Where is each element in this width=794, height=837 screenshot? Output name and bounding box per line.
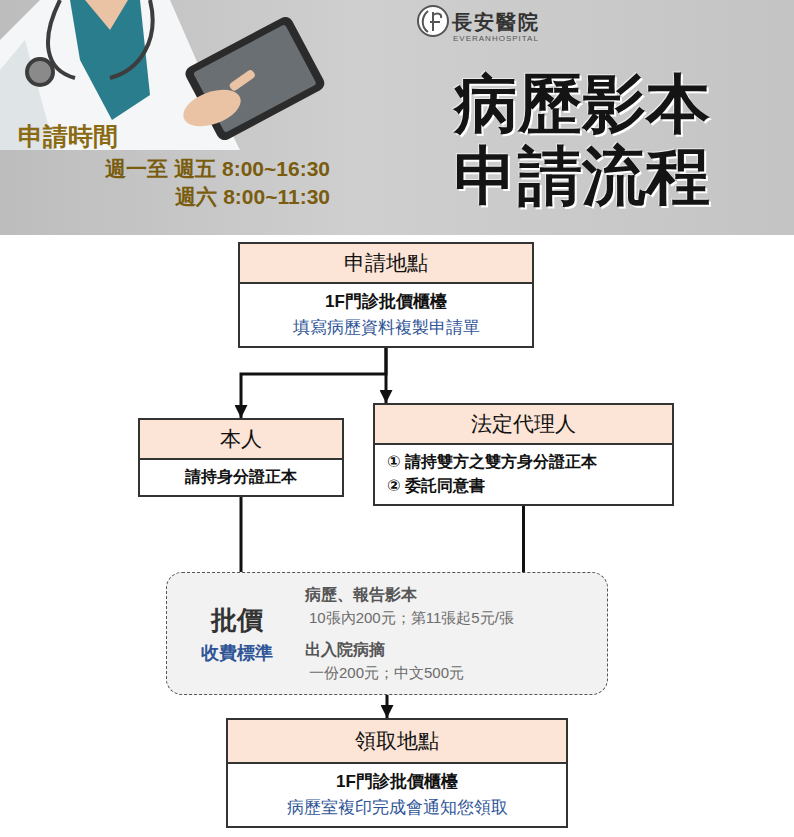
box-text: ① 請持雙方之雙方身分證正本	[387, 450, 660, 474]
flow-connector	[522, 506, 525, 572]
fee-subheading: 收費標準	[177, 640, 297, 667]
box-text: 病歷室複印完成會通知您領取	[240, 795, 554, 821]
weekday-hours: 週一至 週五 8:00~16:30	[105, 155, 330, 183]
fee-item: 出入院病摘	[305, 638, 589, 662]
pickup-box: 領取地點 1F門診批價櫃檯病歷室複印完成會通知您領取	[226, 718, 568, 828]
flow-connector	[385, 348, 388, 403]
fee-detail-column: 病歷、報告影本10張內200元；第11張起5元/張出入院病摘一份200元；中文5…	[297, 583, 589, 684]
logo-mark	[423, 11, 441, 32]
stethoscope	[48, 0, 153, 78]
box-heading: 本人	[220, 423, 262, 455]
hours-heading: 申請時間	[18, 120, 118, 153]
box-heading: 申請地點	[344, 247, 428, 279]
logo-english: EVERANHOSPITAL	[453, 34, 539, 43]
fee-price: 一份200元；中文500元	[305, 662, 589, 685]
fee-box: 批價收費標準病歷、報告影本10張內200元；第11張起5元/張出入院病摘一份20…	[166, 572, 608, 695]
box-text: 請持身分證正本	[152, 465, 330, 489]
box-text: ② 委託同意書	[387, 474, 660, 498]
box-heading: 領取地點	[355, 725, 439, 757]
box-body: 請持身分證正本	[140, 460, 342, 495]
logo-name: 長安醫院	[452, 9, 540, 36]
fee-item: 病歷、報告影本	[305, 583, 589, 607]
box-header: 領取地點	[228, 720, 566, 764]
fee-price: 10張內200元；第11張起5元/張	[305, 607, 589, 630]
saturday-hours: 週六 8:00~11:30	[175, 183, 330, 211]
stethoscope-head	[27, 59, 53, 85]
box-body: 1F門診批價櫃檯病歷室複印完成會通知您領取	[228, 764, 566, 826]
box-text: 1F門診批價櫃檯	[252, 289, 520, 315]
location-box: 申請地點 1F門診批價櫃檯填寫病歷資料複製申請單	[238, 242, 534, 348]
fee-title-column: 批價收費標準	[177, 601, 297, 667]
box-text: 填寫病歷資料複製申請單	[252, 315, 520, 341]
logo-circle	[418, 6, 448, 36]
box-body: 1F門診批價櫃檯填寫病歷資料複製申請單	[240, 284, 532, 346]
page-title: 病歷影本 申請流程	[405, 68, 710, 212]
hospital-logo	[418, 6, 448, 36]
flow-connector	[386, 695, 389, 718]
neck	[85, 0, 128, 30]
box-header: 法定代理人	[375, 405, 672, 445]
box-heading: 法定代理人	[471, 408, 576, 440]
fee-heading: 批價	[177, 601, 297, 640]
box-text: 1F門診批價櫃檯	[240, 769, 554, 795]
applicant-box: 本人請持身分證正本	[138, 418, 344, 497]
agent-box: 法定代理人 ① 請持雙方之雙方身分證正本② 委託同意書	[373, 403, 674, 506]
box-header: 申請地點	[240, 244, 532, 284]
flow-connector	[240, 497, 243, 572]
box-body: ① 請持雙方之雙方身分證正本② 委託同意書	[375, 445, 672, 504]
box-header: 本人	[140, 420, 342, 460]
finger	[228, 69, 256, 92]
flow-connector	[241, 348, 386, 418]
